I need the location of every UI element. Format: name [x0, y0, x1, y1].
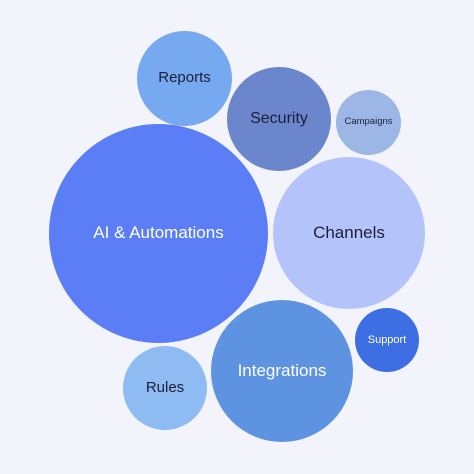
bubble-security: Security	[227, 67, 331, 171]
bubble-label-reports: Reports	[158, 69, 211, 87]
bubble-support: Support	[355, 308, 419, 372]
bubble-label-channels: Channels	[313, 222, 385, 242]
bubble-label-support: Support	[367, 333, 407, 346]
bubble-rules: Rules	[123, 346, 207, 430]
bubble-label-security: Security	[250, 110, 308, 128]
bubble-reports: Reports	[137, 31, 232, 126]
bubble-label-rules: Rules	[145, 378, 185, 396]
bubble-integrations: Integrations	[211, 300, 353, 442]
bubble-ai-automations: AI & Automations	[49, 124, 268, 343]
bubble-channels: Channels	[273, 157, 425, 309]
bubble-label-integrations: Integrations	[237, 360, 327, 380]
bubble-campaigns: Campaigns	[336, 90, 401, 155]
bubble-label-campaigns: Campaigns	[344, 116, 393, 128]
bubble-label-ai-automations: AI & Automations	[93, 223, 224, 243]
